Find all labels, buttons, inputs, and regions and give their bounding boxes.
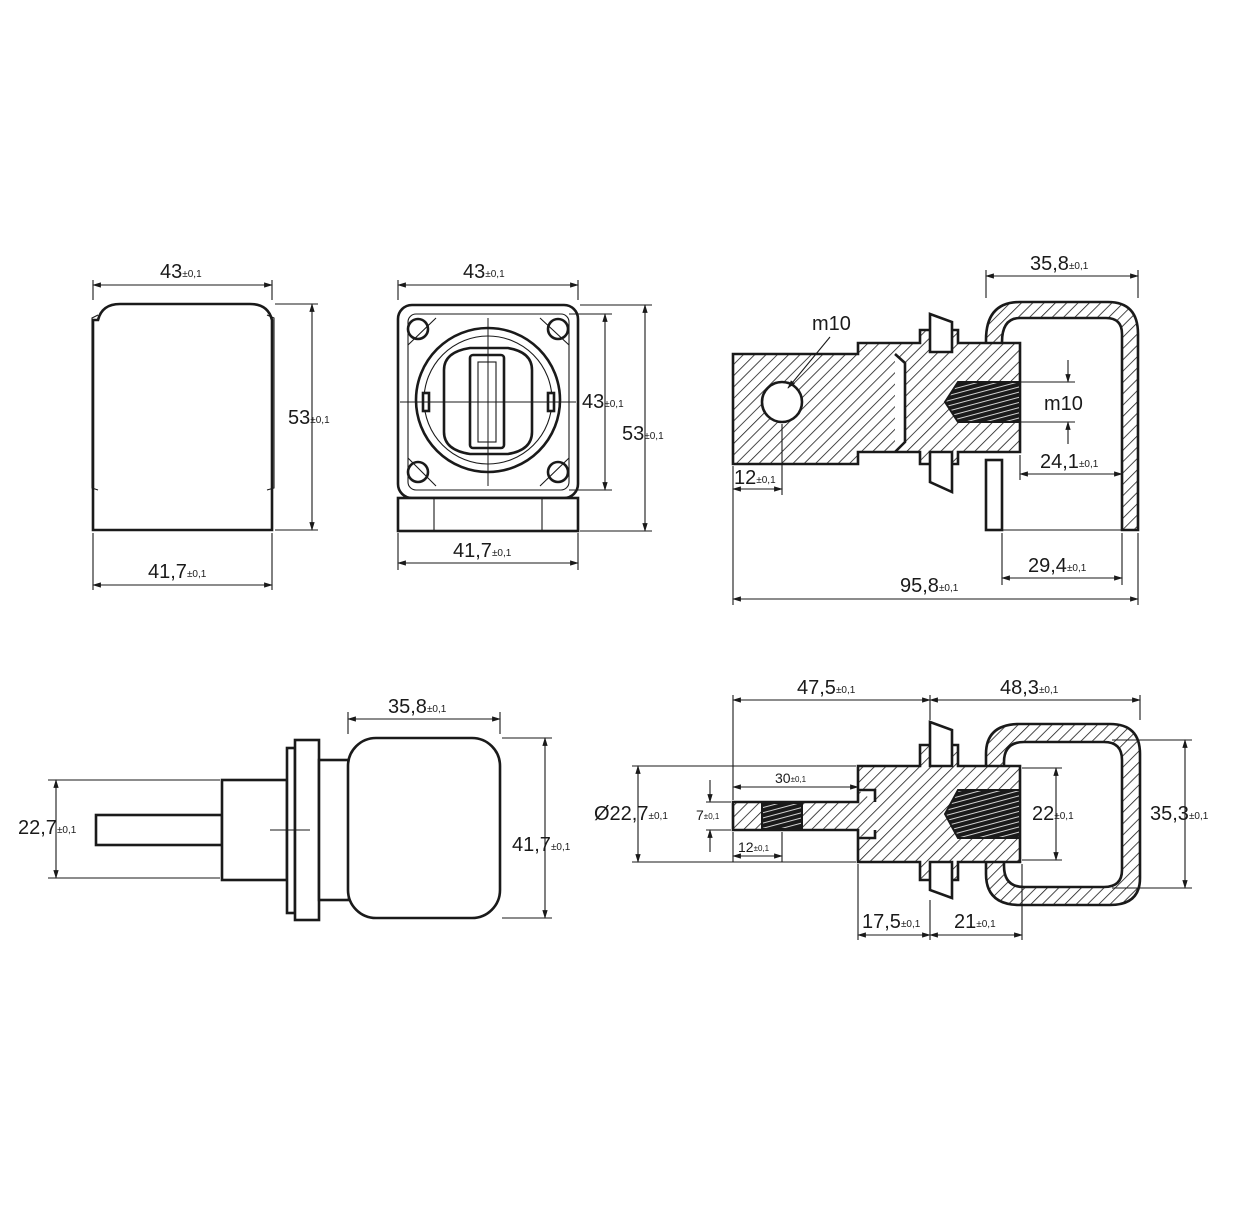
nut-label: 21±0,1 [954, 911, 996, 933]
side-cap [984, 300, 1140, 532]
flange-height-label: 53±0,1 [622, 423, 664, 445]
top-body-height-label: 41,7±0,1 [512, 834, 571, 856]
collar-label: 17,5±0,1 [862, 911, 921, 933]
side-total-length-label: 95,8±0,1 [900, 575, 959, 597]
top-body [346, 736, 502, 920]
right-length-label: 48,3±0,1 [1000, 677, 1059, 699]
top-body-width-label: 35,8±0,1 [388, 696, 447, 718]
body-thread [943, 789, 1021, 839]
top-shaft-dia-label: 22,7±0,1 [18, 817, 77, 839]
side-top-width-label: 35,8±0,1 [1030, 253, 1089, 275]
front-height-label: 53±0,1 [288, 407, 330, 429]
top-section-shaft [731, 743, 1022, 882]
internal-thread [943, 381, 1021, 423]
front-view: 43±0,1 53±0,1 41,7±0,1 [91, 261, 330, 590]
top-section-view: 47,5±0,1 48,3±0,1 30±0,1 Ø22,7±0,1 7±0,1… [594, 677, 1209, 940]
side-depth-label: 24,1±0,1 [1040, 451, 1099, 473]
side-base-width-label: 29,4±0,1 [1028, 555, 1087, 577]
cap-height-label: 35,3±0,1 [1150, 803, 1209, 825]
outer-dia-label: Ø22,7±0,1 [594, 803, 668, 825]
top-section-cap [984, 722, 1142, 907]
flange-width-top-label: 43±0,1 [463, 261, 505, 283]
bolt-hole-tr [546, 317, 570, 341]
flange-width-bottom-label: 41,7±0,1 [453, 540, 512, 562]
bolt-hole-bl [406, 460, 430, 484]
rod-dia-label: 7±0,1 [696, 807, 720, 823]
rod-thread [761, 802, 803, 830]
side-section-view: 35,8±0,1 m10 m10 12±0,1 24,1±0,1 29,4±0,… [731, 253, 1140, 605]
flange-inner-height-label: 43±0,1 [582, 391, 624, 413]
side-hole-label: m10 [812, 313, 851, 335]
inner-dia-label: 22±0,1 [1032, 803, 1074, 825]
side-hole-offset-label: 12±0,1 [734, 467, 776, 489]
side-thread-label: m10 [1044, 393, 1083, 415]
flange-view: 43±0,1 43±0,1 53±0,1 41,7±0,1 [396, 261, 664, 570]
top-shaft [94, 813, 224, 847]
side-shaft [731, 328, 1022, 466]
rod-length-label: 30±0,1 [775, 770, 807, 786]
front-width-bottom-label: 41,7±0,1 [148, 561, 207, 583]
front-width-top-label: 43±0,1 [160, 261, 202, 283]
left-length-label: 47,5±0,1 [797, 677, 856, 699]
bolt-hole-tl [406, 317, 430, 341]
thread-len-label: 12±0,1 [738, 839, 770, 855]
cross-hole [760, 380, 804, 424]
top-view: 35,8±0,1 22,7±0,1 41,7±0,1 [18, 696, 571, 922]
front-body [91, 302, 274, 532]
bolt-hole-br [546, 460, 570, 484]
